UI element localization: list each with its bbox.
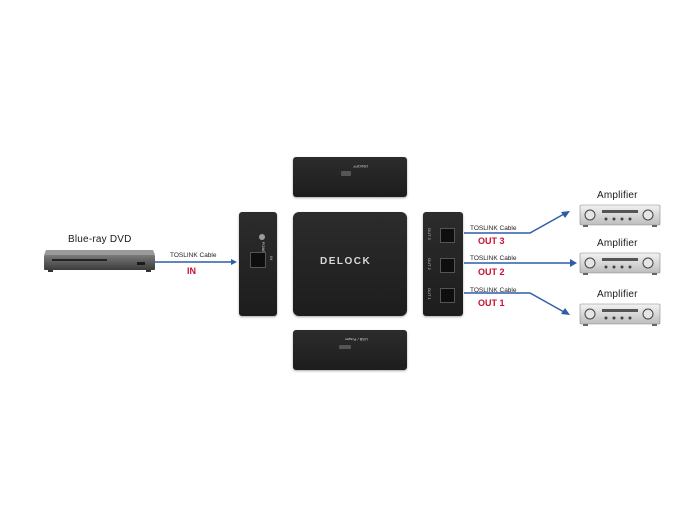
input-port-label: IN: [187, 266, 196, 276]
cable-out1-line: [464, 292, 565, 313]
device-top-side: ON/OFF: [293, 157, 407, 197]
out3-port-label: OUT 3: [478, 236, 505, 246]
input-cable-line: [155, 259, 237, 265]
onoff-label: ON/OFF: [353, 164, 369, 169]
out2-side-label: OUT 2: [427, 258, 432, 270]
out2-cable-label: TOSLINK Cable: [470, 255, 517, 262]
device-left-side: POWER LED IN: [239, 212, 277, 316]
toslink-out1-port: [440, 288, 455, 303]
out2-port-label: OUT 2: [478, 267, 505, 277]
device-right-side: OUT 3 OUT 2 OUT 1: [423, 212, 463, 316]
toslink-in-port: [250, 252, 266, 268]
source-label: Blue-ray DVD: [68, 234, 132, 245]
toslink-out3-port: [440, 228, 455, 243]
amp3-label: Amplifier: [597, 190, 638, 201]
out1-cable-label: TOSLINK Cable: [470, 287, 517, 294]
out3-side-label: OUT 3: [427, 228, 432, 240]
cable-out1-arrow: [561, 308, 570, 315]
output-cables: [464, 211, 577, 315]
amplifier-2: [579, 252, 661, 275]
toslink-out2-port: [440, 258, 455, 273]
device-front: DELOCK: [293, 212, 407, 316]
out3-cable-label: TOSLINK Cable: [470, 225, 517, 232]
amplifier-3: [579, 204, 661, 227]
cable-out3-line: [464, 213, 565, 234]
left-in-label: IN: [269, 256, 274, 260]
usb-power-label: USB / Power: [345, 337, 368, 342]
device-bottom-side: USB / Power: [293, 330, 407, 370]
power-led: [259, 234, 265, 240]
input-cable-label: TOSLINK Cable: [170, 252, 217, 259]
usb-port: [339, 345, 351, 349]
out1-side-label: OUT 1: [427, 288, 432, 300]
cable-out2-arrow: [570, 259, 577, 267]
brand-logo: DELOCK: [320, 256, 372, 267]
amplifier-1: [579, 303, 661, 326]
bluray-player: [44, 250, 155, 272]
out1-port-label: OUT 1: [478, 298, 505, 308]
cable-out3-arrow: [561, 211, 570, 218]
amp2-label: Amplifier: [597, 238, 638, 249]
power-switch: [341, 171, 351, 176]
amp1-label: Amplifier: [597, 289, 638, 300]
